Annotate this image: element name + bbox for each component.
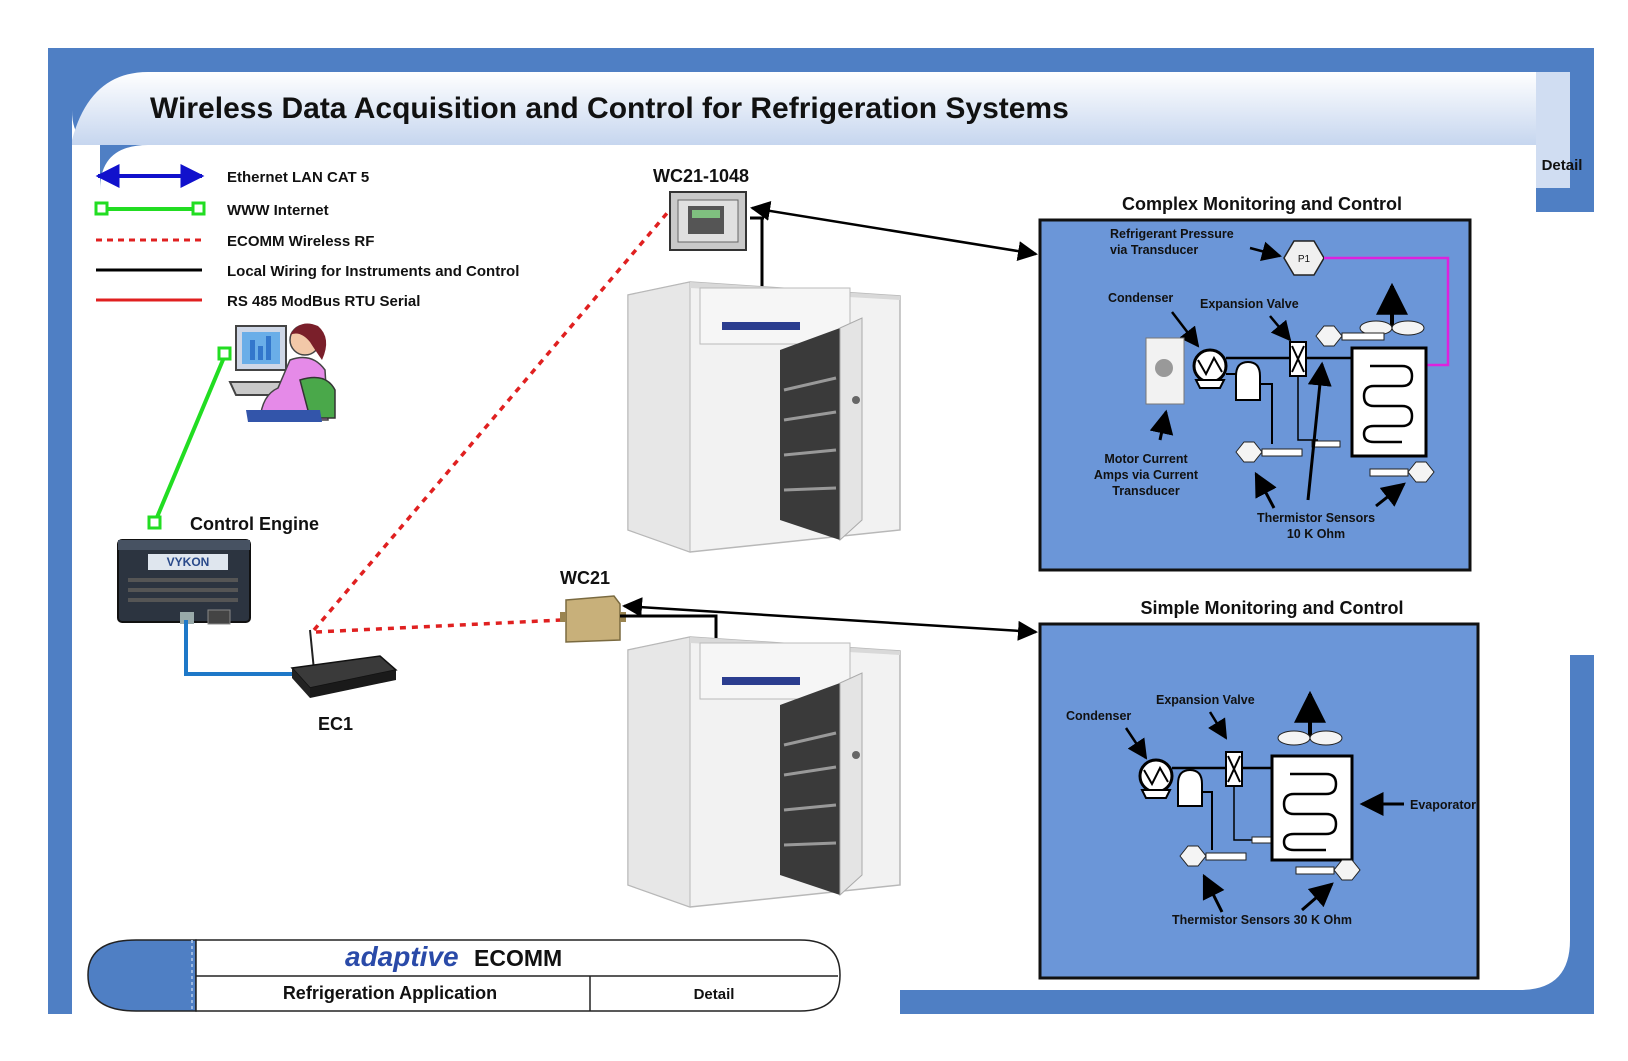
control-engine-brand: VYKON — [167, 555, 210, 569]
page-title: Wireless Data Acquisition and Control fo… — [150, 92, 1069, 125]
complex-condenser-label: Condenser — [1108, 291, 1173, 305]
wc21-1048-label: WC21-1048 — [653, 166, 749, 186]
ec1-router-device[interactable] — [290, 629, 398, 698]
ethernet-cable — [184, 620, 296, 676]
cold-room-1 — [627, 281, 901, 553]
control-engine-device[interactable]: VYKON — [117, 539, 251, 625]
wireless-rf-links — [312, 210, 670, 634]
control-engine-label: Control Engine — [190, 514, 319, 534]
simple-expansion-valve-label: Expansion Valve — [1156, 693, 1255, 707]
legend-rf-label: ECOMM Wireless RF — [227, 233, 374, 250]
footer-app-label: Refrigeration Application — [283, 983, 497, 1003]
complex-panel-title: Complex Monitoring and Control — [1122, 194, 1402, 214]
thermistor-icon — [1333, 859, 1361, 881]
p1-label: P1 — [1298, 254, 1311, 265]
detail-arrow-complex — [750, 201, 1038, 261]
simple-fan-icon — [1277, 730, 1311, 746]
complex-thermistor-label-2: 10 K Ohm — [1287, 527, 1345, 541]
side-detail-tab[interactable]: Detail — [1542, 157, 1583, 174]
wc21-device[interactable] — [560, 595, 626, 643]
legend-local-wiring-label: Local Wiring for Instruments and Control — [227, 263, 519, 280]
motor-current-label-3: Transducer — [1112, 484, 1180, 498]
complex-pressure-label-1: Refrigerant Pressure — [1110, 227, 1234, 241]
simple-panel — [1038, 622, 1480, 980]
internet-link — [147, 346, 232, 530]
thermistor-icon — [1407, 461, 1435, 483]
evaporator-label: Evaporator — [1410, 798, 1476, 812]
operator-workstation-icon — [228, 323, 336, 422]
cold-room-2 — [627, 636, 901, 908]
simple-panel-schematic: Expansion Valve Condenser Evaporator — [1066, 690, 1476, 927]
footer-brand-logo: adaptive — [345, 941, 459, 972]
motor-current-label-2: Amps via Current — [1094, 468, 1199, 482]
legend: Ethernet LAN CAT 5 WWW Internet ECOMM Wi… — [94, 164, 519, 310]
complex-pressure-label-2: via Transducer — [1110, 243, 1198, 257]
complex-receiver-icon — [1235, 360, 1261, 401]
complex-panel-schematic: Refrigerant Pressure via Transducer P1 C… — [1094, 227, 1450, 541]
page-frame — [48, 48, 1594, 1014]
ec1-label: EC1 — [318, 714, 353, 734]
legend-internet-label: WWW Internet — [227, 202, 329, 219]
wc21-label: WC21 — [560, 568, 610, 588]
simple-thermistor-label: Thermistor Sensors 30 K Ohm — [1172, 913, 1352, 927]
footer-brand-suffix: ECOMM — [474, 945, 562, 971]
detail-arrow-simple — [622, 597, 1038, 641]
simple-panel-title: Simple Monitoring and Control — [1141, 598, 1404, 618]
wc21-1048-device[interactable] — [669, 191, 747, 251]
wc21-wiring — [620, 614, 718, 638]
footer-detail-label[interactable]: Detail — [694, 986, 735, 1003]
simple-condenser-label: Condenser — [1066, 709, 1131, 723]
complex-thermistor-label-1: Thermistor Sensors — [1257, 511, 1375, 525]
motor-current-label-1: Motor Current — [1104, 452, 1188, 466]
complex-evaporator-icon — [1350, 346, 1428, 458]
complex-expansion-valve-label: Expansion Valve — [1200, 297, 1299, 311]
legend-rs485-label: RS 485 ModBus RTU Serial — [227, 293, 420, 310]
simple-receiver-icon — [1177, 768, 1203, 807]
legend-ethernet-label: Ethernet LAN CAT 5 — [227, 169, 369, 186]
footer-title-block: adaptive ECOMM Refrigeration Application… — [87, 939, 841, 1012]
